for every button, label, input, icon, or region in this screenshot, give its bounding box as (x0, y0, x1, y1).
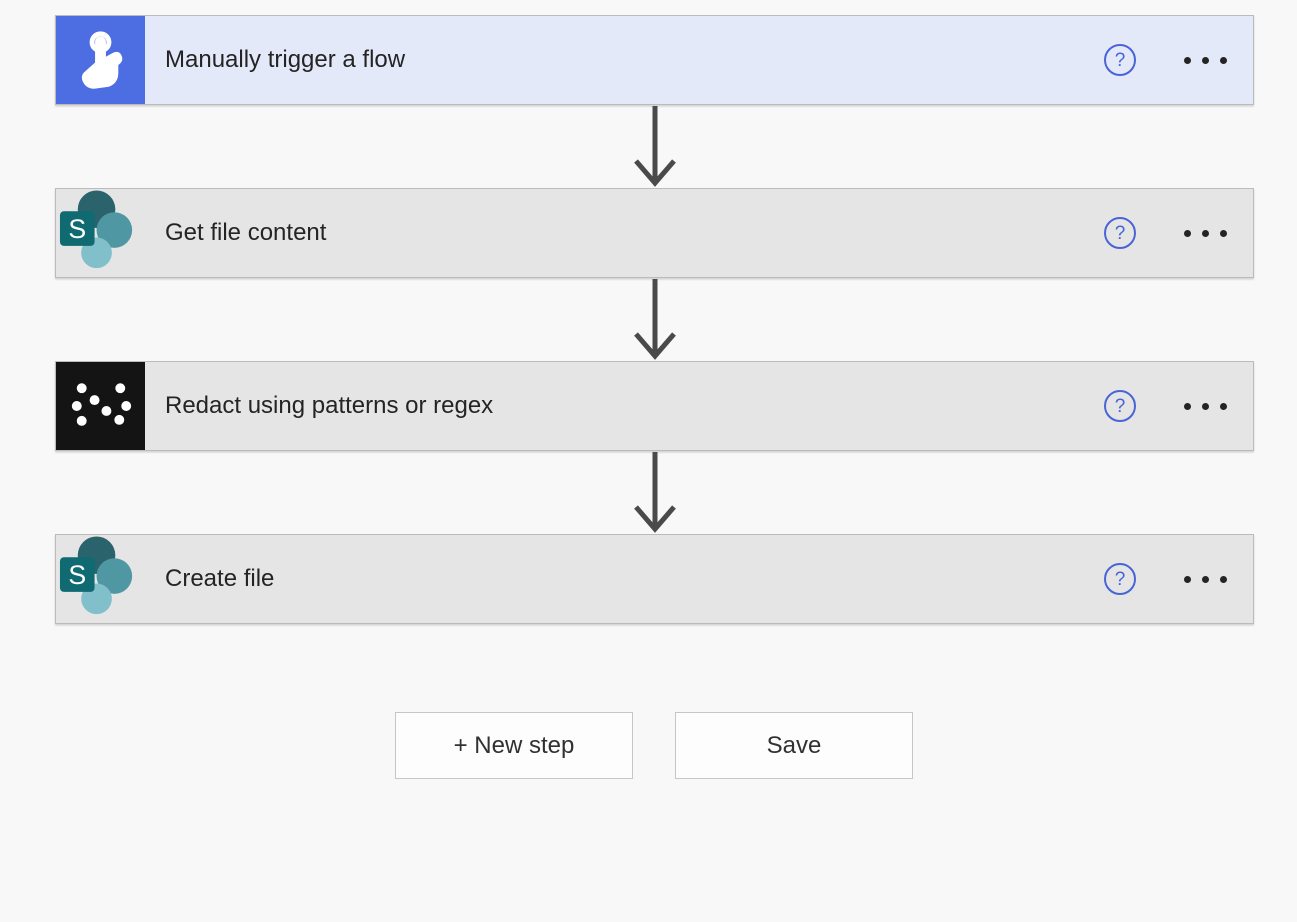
ellipsis-dot (1202, 229, 1209, 237)
flow-step-card-create-file[interactable]: S Create file ? (55, 534, 1254, 624)
save-button[interactable]: Save (675, 712, 913, 779)
ellipsis-dot (1202, 402, 1209, 410)
ellipsis-dot (1220, 575, 1227, 583)
flow-actions-row: + New step Save (395, 712, 1254, 779)
sharepoint-letter: S (68, 214, 86, 244)
step-title: Manually trigger a flow (165, 46, 406, 73)
sharepoint-icon: S (56, 535, 145, 623)
step-title: Redact using patterns or regex (165, 392, 494, 419)
flow-connector-arrow (55, 451, 1254, 534)
more-options-button[interactable] (1180, 43, 1253, 78)
ellipsis-dot (1220, 229, 1227, 237)
help-button[interactable]: ? (1104, 44, 1136, 76)
ellipsis-dot (1220, 56, 1227, 64)
flow-step-card-manual-trigger[interactable]: Manually trigger a flow ? (55, 15, 1254, 105)
ellipsis-dot (1184, 575, 1191, 583)
ellipsis-dot (1202, 56, 1209, 64)
flow-step-card-get-file-content[interactable]: S Get file content ? (55, 188, 1254, 278)
more-options-button[interactable] (1180, 216, 1253, 251)
ellipsis-dot (1184, 229, 1191, 237)
manual-trigger-touch-icon (56, 16, 145, 104)
ellipsis-dot (1184, 56, 1191, 64)
flow-canvas: Manually trigger a flow ? S Get file con (55, 15, 1254, 779)
question-mark-icon: ? (1114, 49, 1126, 71)
help-button[interactable]: ? (1104, 390, 1136, 422)
help-button[interactable]: ? (1104, 563, 1136, 595)
step-title: Create file (165, 565, 275, 592)
sharepoint-letter: S (68, 560, 86, 590)
new-step-button[interactable]: + New step (395, 712, 633, 779)
redact-dots-icon (56, 362, 145, 450)
question-mark-icon: ? (1114, 395, 1126, 417)
question-mark-icon: ? (1114, 222, 1126, 244)
help-button[interactable]: ? (1104, 217, 1136, 249)
flow-step-card-redact[interactable]: Redact using patterns or regex ? (55, 361, 1254, 451)
more-options-button[interactable] (1180, 562, 1253, 597)
flow-connector-arrow (55, 278, 1254, 361)
ellipsis-dot (1184, 402, 1191, 410)
step-title: Get file content (165, 219, 327, 246)
ellipsis-dot (1220, 402, 1227, 410)
more-options-button[interactable] (1180, 389, 1253, 424)
ellipsis-dot (1202, 575, 1209, 583)
sharepoint-icon: S (56, 189, 145, 277)
question-mark-icon: ? (1114, 568, 1126, 590)
flow-connector-arrow (55, 105, 1254, 188)
